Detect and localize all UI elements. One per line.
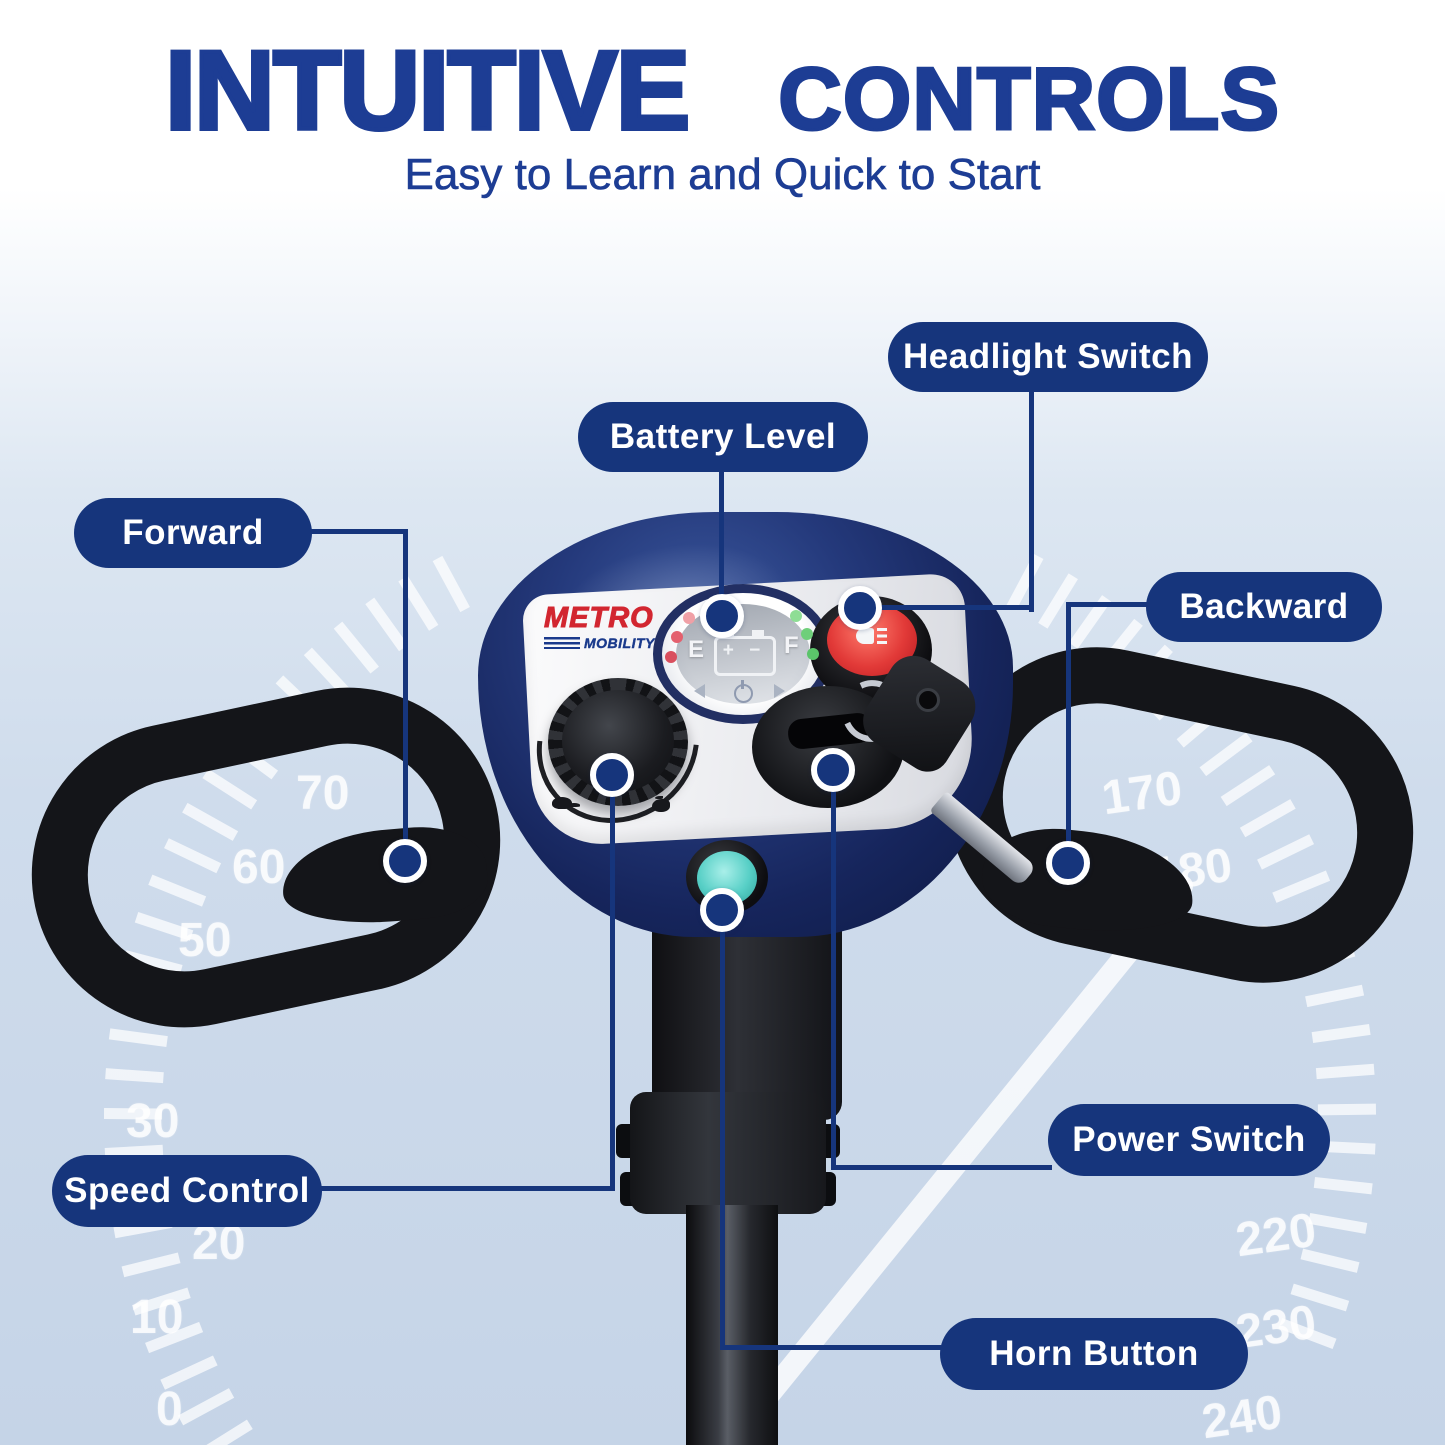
callout-line-backward: [1066, 602, 1071, 868]
tiller-neck: [652, 905, 842, 1120]
callout-dot-backward: [1046, 841, 1090, 885]
page-title: INTUITIVE CONTROLS: [0, 26, 1445, 155]
dial-number: 60: [232, 841, 286, 894]
callout-line-headlight: [1029, 390, 1034, 612]
callout-line-speed: [318, 1186, 615, 1191]
callout-line-power: [831, 1165, 1052, 1170]
callout-dot-headlight: [838, 586, 882, 630]
callout-line-horn: [720, 910, 725, 1350]
dial-number: 70: [296, 767, 350, 820]
battery-led-green: [790, 610, 802, 622]
callout-dot-forward: [383, 839, 427, 883]
callout-label-backward: Backward: [1146, 572, 1382, 642]
callout-label-headlight-switch: Headlight Switch: [888, 322, 1208, 392]
gauge-full-label: F: [784, 632, 799, 659]
callout-line-backward: [1066, 602, 1152, 607]
callout-line-horn: [720, 1345, 944, 1350]
headlight-icon-beams: [877, 628, 887, 644]
stem-clamp: [630, 1092, 826, 1214]
battery-led-red: [683, 612, 695, 624]
title-controls: CONTROLS: [777, 48, 1281, 150]
dial-number: 0: [156, 1383, 183, 1436]
dial-number: 240: [1198, 1385, 1286, 1445]
callout-line-power: [831, 770, 836, 1170]
headlight-icon: [856, 628, 874, 644]
tiller-stem: [686, 1205, 778, 1445]
callout-line-speed: [610, 775, 615, 1191]
callout-label-power-switch: Power Switch: [1048, 1104, 1330, 1176]
turtle-icon: [552, 797, 572, 809]
battery-icon-symbols: + −: [722, 640, 766, 661]
brand-name-mobility: MOBILITY: [584, 635, 655, 651]
callout-label-battery-level: Battery Level: [578, 402, 868, 472]
callout-line-battery: [719, 470, 724, 620]
callout-line-forward: [308, 529, 408, 534]
left-arrow-icon: [694, 684, 705, 698]
brand-name-metro: METRO: [544, 602, 654, 634]
gauge-empty-label: E: [688, 636, 705, 663]
callout-dot-battery: [700, 594, 744, 638]
callout-label-forward: Forward: [74, 498, 312, 568]
callout-line-forward: [403, 529, 408, 867]
dial-number: 220: [1232, 1203, 1320, 1268]
dial-number: 30: [126, 1095, 180, 1148]
battery-led-green: [807, 648, 819, 660]
brand-logo-stripes: [544, 637, 580, 649]
battery-icon: [714, 636, 776, 676]
dial-number: 10: [130, 1291, 184, 1344]
battery-icon-terminals: [722, 630, 764, 636]
right-arrow-icon: [774, 684, 785, 698]
callout-label-speed-control: Speed Control: [52, 1155, 322, 1227]
rabbit-icon: [652, 799, 670, 812]
battery-led-red: [665, 651, 677, 663]
callout-dot-power: [811, 748, 855, 792]
callout-dot-horn: [700, 888, 744, 932]
battery-led-red: [671, 631, 683, 643]
title-intuitive: INTUITIVE: [163, 26, 692, 155]
callout-label-horn-button: Horn Button: [940, 1318, 1248, 1390]
power-indicator-icon-tick: [741, 680, 744, 689]
brand-logo: METRO MOBILITY: [544, 602, 655, 651]
subtitle: Easy to Learn and Quick to Start: [404, 150, 1041, 200]
battery-led-green: [801, 628, 813, 640]
key-head-hole: [916, 688, 940, 712]
callout-line-headlight: [860, 605, 1034, 610]
callout-dot-speed: [590, 753, 634, 797]
